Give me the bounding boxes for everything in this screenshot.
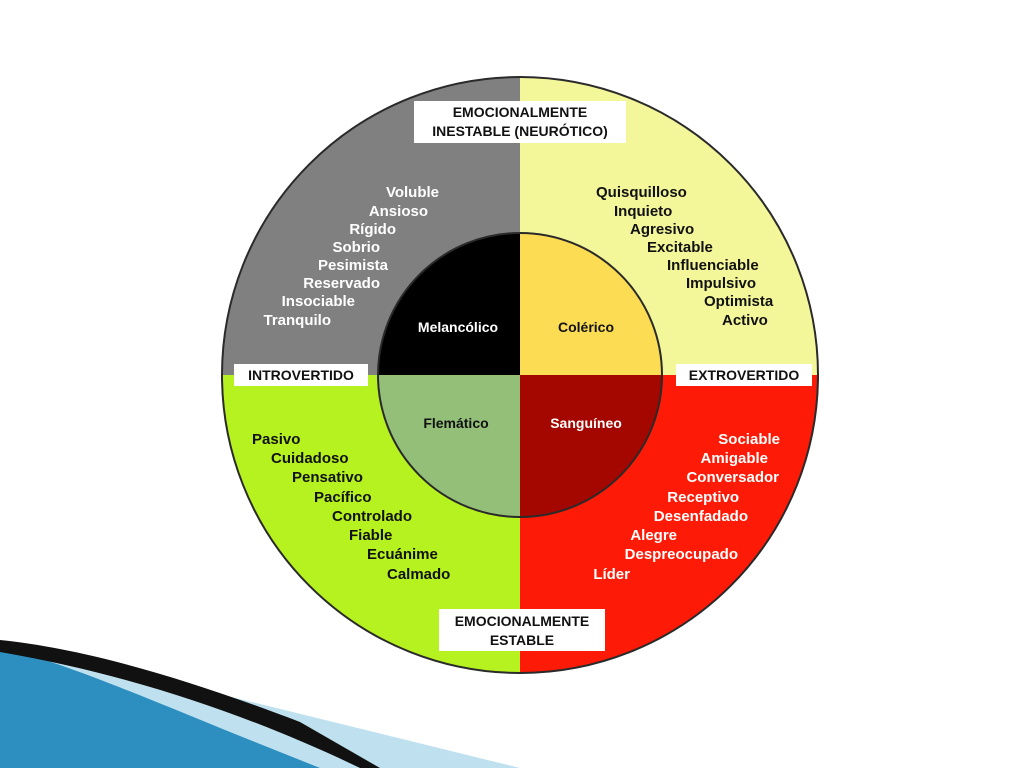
trait-flematico-4: Controlado xyxy=(332,508,412,525)
axis-label-right: EXTROVERTIDO xyxy=(676,364,812,386)
trait-colerico-5: Impulsivo xyxy=(686,275,756,292)
trait-melancolico-7: Tranquilo xyxy=(264,312,332,329)
traits-sanguineo: Sociable Amigable Conversador Receptivo … xyxy=(593,431,780,583)
axis-label-left: INTROVERTIDO xyxy=(234,364,368,386)
trait-melancolico-1: Ansioso xyxy=(369,203,428,220)
axis-label-bottom: EMOCIONALMENTE ESTABLE xyxy=(439,609,605,651)
outer-circle-border xyxy=(221,76,819,674)
trait-flematico-3: Pacífico xyxy=(314,489,372,506)
trait-sanguineo-1: Amigable xyxy=(700,450,768,467)
trait-sanguineo-5: Alegre xyxy=(630,527,677,544)
trait-melancolico-5: Reservado xyxy=(303,275,380,292)
axis-label-top-line1: EMOCIONALMENTE xyxy=(453,104,588,120)
trait-colerico-6: Optimista xyxy=(704,293,774,310)
quadrant-colerico-inner xyxy=(520,233,662,375)
axis-label-left-text: INTROVERTIDO xyxy=(248,367,354,383)
trait-melancolico-4: Pesimista xyxy=(318,257,389,274)
trait-melancolico-3: Sobrio xyxy=(333,239,381,256)
trait-colerico-4: Influenciable xyxy=(667,257,759,274)
trait-sanguineo-2: Conversador xyxy=(686,469,779,486)
quadrant-sanguineo-inner xyxy=(520,375,662,517)
trait-colerico-0: Quisquilloso xyxy=(596,184,687,201)
trait-sanguineo-0: Sociable xyxy=(718,431,780,448)
axis-label-bottom-line2: ESTABLE xyxy=(490,632,554,648)
trait-colerico-1: Inquieto xyxy=(614,203,672,220)
axis-label-right-box xyxy=(676,364,812,386)
quadrant-melancolico-inner xyxy=(378,233,520,375)
inner-ring xyxy=(377,232,663,518)
quadrant-flematico-inner xyxy=(378,375,520,517)
label-sanguineo: Sanguíneo xyxy=(550,415,622,431)
trait-sanguineo-3: Receptivo xyxy=(667,489,739,506)
trait-colerico-3: Excitable xyxy=(647,239,713,256)
traits-colerico: Quisquilloso Inquieto Agresivo Excitable… xyxy=(596,184,774,329)
wave-dark-stroke xyxy=(0,640,380,768)
decorative-wave xyxy=(0,640,520,768)
trait-melancolico-2: Rígido xyxy=(349,221,396,238)
trait-flematico-7: Calmado xyxy=(387,566,450,583)
trait-melancolico-6: Insociable xyxy=(282,293,355,310)
trait-flematico-5: Fiable xyxy=(349,527,392,544)
trait-colerico-7: Activo xyxy=(722,312,768,329)
axis-label-top-line2: INESTABLE (NEURÓTICO) xyxy=(432,122,608,139)
trait-flematico-1: Cuidadoso xyxy=(271,450,349,467)
axis-label-top-box xyxy=(414,101,626,143)
axis-label-left-box xyxy=(234,364,368,386)
axis-label-bottom-box xyxy=(439,609,605,651)
axis-label-top: EMOCIONALMENTE INESTABLE (NEURÓTICO) xyxy=(414,101,626,143)
axis-label-right-text: EXTROVERTIDO xyxy=(689,367,800,383)
trait-flematico-0: Pasivo xyxy=(252,431,300,448)
inner-circle-border xyxy=(377,232,663,518)
trait-colerico-2: Agresivo xyxy=(630,221,694,238)
axis-label-bottom-line1: EMOCIONALMENTE xyxy=(455,613,590,629)
label-melancolico: Melancólico xyxy=(418,319,498,335)
trait-flematico-6: Ecuánime xyxy=(367,546,438,563)
trait-melancolico-0: Voluble xyxy=(386,184,439,201)
trait-flematico-2: Pensativo xyxy=(292,469,363,486)
label-flematico: Flemático xyxy=(423,415,488,431)
trait-sanguineo-7: Líder xyxy=(593,566,630,583)
trait-sanguineo-4: Desenfadado xyxy=(654,508,748,525)
trait-sanguineo-6: Despreocupado xyxy=(625,546,738,563)
traits-flematico: Pasivo Cuidadoso Pensativo Pacífico Cont… xyxy=(252,431,450,583)
label-colerico: Colérico xyxy=(558,319,614,335)
wave-blue-band xyxy=(0,648,320,768)
traits-melancolico: Voluble Ansioso Rígido Sobrio Pesimista … xyxy=(264,184,440,329)
